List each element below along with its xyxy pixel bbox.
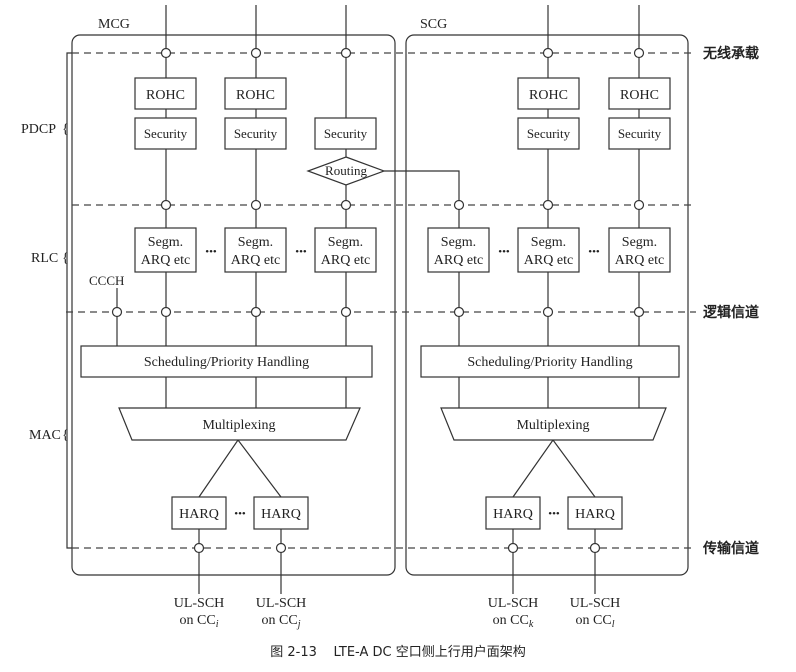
svg-text:UL-SCH: UL-SCH — [256, 596, 307, 611]
svg-text:on CCi: on CCi — [180, 613, 219, 630]
output-mcg-i: UL-SCH on CCi — [174, 596, 225, 630]
ellipsis-rlc-mcg-2: ••• — [295, 246, 307, 258]
figure-caption: 图 2-13 LTE-A DC 空口侧上行用户面架构 — [270, 644, 525, 660]
svg-text:ROHC: ROHC — [146, 88, 185, 103]
security-mcg-1: Security — [134, 117, 197, 150]
security-mcg-2: Security — [224, 117, 287, 150]
output-mcg-j: UL-SCH on CCj — [256, 596, 307, 630]
svg-text:ARQ etc: ARQ etc — [321, 253, 370, 268]
security-mcg-3: Security — [314, 117, 377, 150]
svg-text:ARQ etc: ARQ etc — [615, 253, 664, 268]
svg-text:Security: Security — [324, 126, 368, 141]
transport-channel-label: 传输信道 — [702, 540, 759, 557]
ellipsis-rlc-scg-2: ••• — [588, 246, 600, 258]
routing-block: Routing — [306, 156, 386, 186]
scg-frame — [405, 34, 689, 576]
security-scg-1: Security — [517, 117, 580, 150]
harq-mcg-2: HARQ — [253, 496, 309, 530]
ccch-label: CCCH — [89, 273, 124, 288]
svg-text:HARQ: HARQ — [493, 507, 533, 522]
pdcp-label: PDCP — [21, 122, 56, 137]
output-scg-k: UL-SCH on CCk — [488, 596, 539, 630]
svg-text:UL-SCH: UL-SCH — [570, 596, 621, 611]
segm-arq-mcg-3: Segm. ARQ etc — [314, 227, 377, 273]
rohc-scg-2: ROHC — [608, 77, 671, 110]
multiplexing-mcg: Multiplexing — [118, 407, 361, 441]
svg-text:Segm.: Segm. — [622, 235, 657, 250]
segm-arq-mcg-1: Segm. ARQ etc — [134, 227, 197, 273]
svg-text:Security: Security — [144, 126, 188, 141]
svg-text:Security: Security — [527, 126, 571, 141]
svg-text:Security: Security — [234, 126, 278, 141]
rohc-scg-1: ROHC — [517, 77, 580, 110]
ellipsis-harq-mcg: ••• — [234, 508, 246, 520]
svg-text:Scheduling/Priority Handling: Scheduling/Priority Handling — [467, 355, 632, 370]
svg-text:Segm.: Segm. — [328, 235, 363, 250]
segm-arq-mcg-2: Segm. ARQ etc — [224, 227, 287, 273]
scheduling-scg: Scheduling/Priority Handling — [420, 345, 680, 378]
svg-text:on CCk: on CCk — [493, 613, 534, 630]
rlc-label: RLC — [31, 251, 58, 266]
svg-text:Segm.: Segm. — [441, 235, 476, 250]
rohc-mcg-1: ROHC — [134, 77, 197, 110]
svg-text:Scheduling/Priority Handling: Scheduling/Priority Handling — [144, 355, 309, 370]
ellipsis-rlc-scg-1: ••• — [498, 246, 510, 258]
svg-text:HARQ: HARQ — [179, 507, 219, 522]
scheduling-mcg: Scheduling/Priority Handling — [80, 345, 373, 378]
multiplexing-scg: Multiplexing — [440, 407, 667, 441]
harq-mcg-1: HARQ — [171, 496, 227, 530]
rohc-mcg-2: ROHC — [224, 77, 287, 110]
junction-nodes — [111, 47, 645, 554]
svg-text:ROHC: ROHC — [620, 88, 659, 103]
svg-text:Routing: Routing — [325, 163, 367, 178]
svg-text:Segm.: Segm. — [531, 235, 566, 250]
svg-text:Multiplexing: Multiplexing — [202, 418, 275, 433]
segm-arq-scg-1: Segm. ARQ etc — [427, 227, 490, 273]
svg-text:ARQ etc: ARQ etc — [434, 253, 483, 268]
svg-text:ARQ etc: ARQ etc — [141, 253, 190, 268]
svg-text:UL-SCH: UL-SCH — [488, 596, 539, 611]
brace-rlc: { — [62, 251, 69, 266]
output-scg-l: UL-SCH on CCl — [570, 596, 621, 630]
security-scg-2: Security — [608, 117, 671, 150]
logical-channel-label: 逻辑信道 — [703, 304, 759, 321]
svg-text:HARQ: HARQ — [575, 507, 615, 522]
svg-text:HARQ: HARQ — [261, 507, 301, 522]
svg-text:Segm.: Segm. — [238, 235, 273, 250]
segm-arq-scg-3: Segm. ARQ etc — [608, 227, 671, 273]
svg-text:ROHC: ROHC — [236, 88, 275, 103]
svg-text:ARQ etc: ARQ etc — [524, 253, 573, 268]
svg-text:ARQ etc: ARQ etc — [231, 253, 280, 268]
svg-text:on CCj: on CCj — [262, 613, 301, 630]
harq-scg-2: HARQ — [567, 496, 623, 530]
brace-mac: { — [62, 428, 69, 443]
ellipsis-rlc-mcg-1: ••• — [205, 246, 217, 258]
pdcp-lines — [165, 5, 640, 228]
segm-arq-scg-2: Segm. ARQ etc — [517, 227, 580, 273]
mcg-label: MCG — [98, 17, 130, 32]
harq-scg-1: HARQ — [485, 496, 541, 530]
svg-text:ROHC: ROHC — [529, 88, 568, 103]
brace-pdcp: { — [62, 122, 69, 137]
ellipsis-harq-scg: ••• — [548, 508, 560, 520]
svg-text:Segm.: Segm. — [148, 235, 183, 250]
layer-brace — [66, 52, 72, 549]
svg-text:Security: Security — [618, 126, 662, 141]
svg-text:Multiplexing: Multiplexing — [516, 418, 589, 433]
svg-text:on CCl: on CCl — [576, 613, 615, 630]
scg-label: SCG — [420, 17, 447, 32]
svg-text:UL-SCH: UL-SCH — [174, 596, 225, 611]
mac-label: MAC — [29, 428, 61, 443]
radio-bearer-label: 无线承载 — [702, 45, 759, 62]
